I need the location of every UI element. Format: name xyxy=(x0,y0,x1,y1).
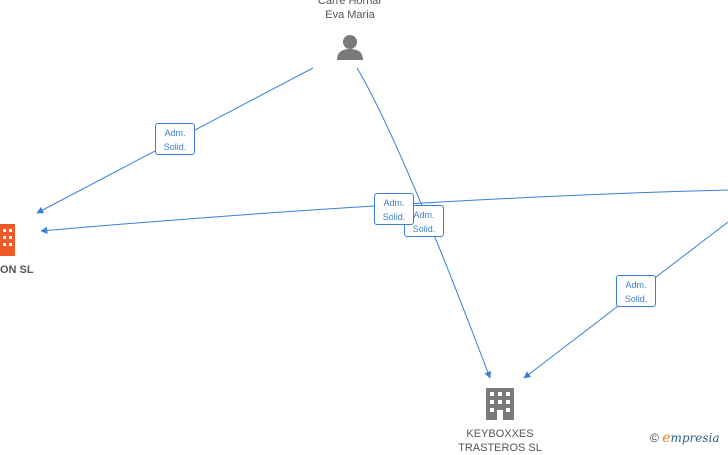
person-name[interactable]: Carre Horhar Eva Maria xyxy=(300,0,400,22)
edge-label-line2: Solid. xyxy=(624,294,648,304)
brand-rest: mpresia xyxy=(670,431,720,445)
company-bottom-name[interactable]: KEYBOXXES TRASTEROS SL xyxy=(440,427,560,455)
company-left-name[interactable]: ON SL xyxy=(0,264,34,276)
building-icon[interactable] xyxy=(486,388,514,420)
edge-label-line2: Solid. xyxy=(163,142,187,152)
edge-label[interactable]: Adm. Solid. xyxy=(155,123,195,155)
edge-label[interactable]: Adm. Solid. xyxy=(616,275,656,307)
copyright-symbol: © xyxy=(650,431,659,445)
building-icon[interactable] xyxy=(0,224,15,256)
company-bottom-name-line1: KEYBOXXES xyxy=(466,428,534,440)
empresia-watermark: © empresia xyxy=(650,430,720,446)
edge-label-line1: Adm. xyxy=(383,198,405,208)
edge-label-line1: Adm. xyxy=(164,128,186,138)
edge-label-line1: Adm. xyxy=(413,210,435,220)
edge-label[interactable]: Adm. Solid. xyxy=(374,193,414,225)
person-name-line2: Eva Maria xyxy=(325,9,375,21)
brand-initial: e xyxy=(662,430,671,446)
edge-label-line2: Solid. xyxy=(412,224,436,234)
edge-person-to-bottom-company xyxy=(356,67,492,379)
edge-label-line2: Solid. xyxy=(382,212,406,222)
edge-label-line1: Adm. xyxy=(625,280,647,290)
company-bottom-name-line2: TRASTEROS SL xyxy=(458,442,542,454)
person-icon[interactable] xyxy=(337,35,363,60)
empresia-logo: empresia xyxy=(662,430,720,446)
person-name-line1: Carre Horhar xyxy=(317,0,383,7)
